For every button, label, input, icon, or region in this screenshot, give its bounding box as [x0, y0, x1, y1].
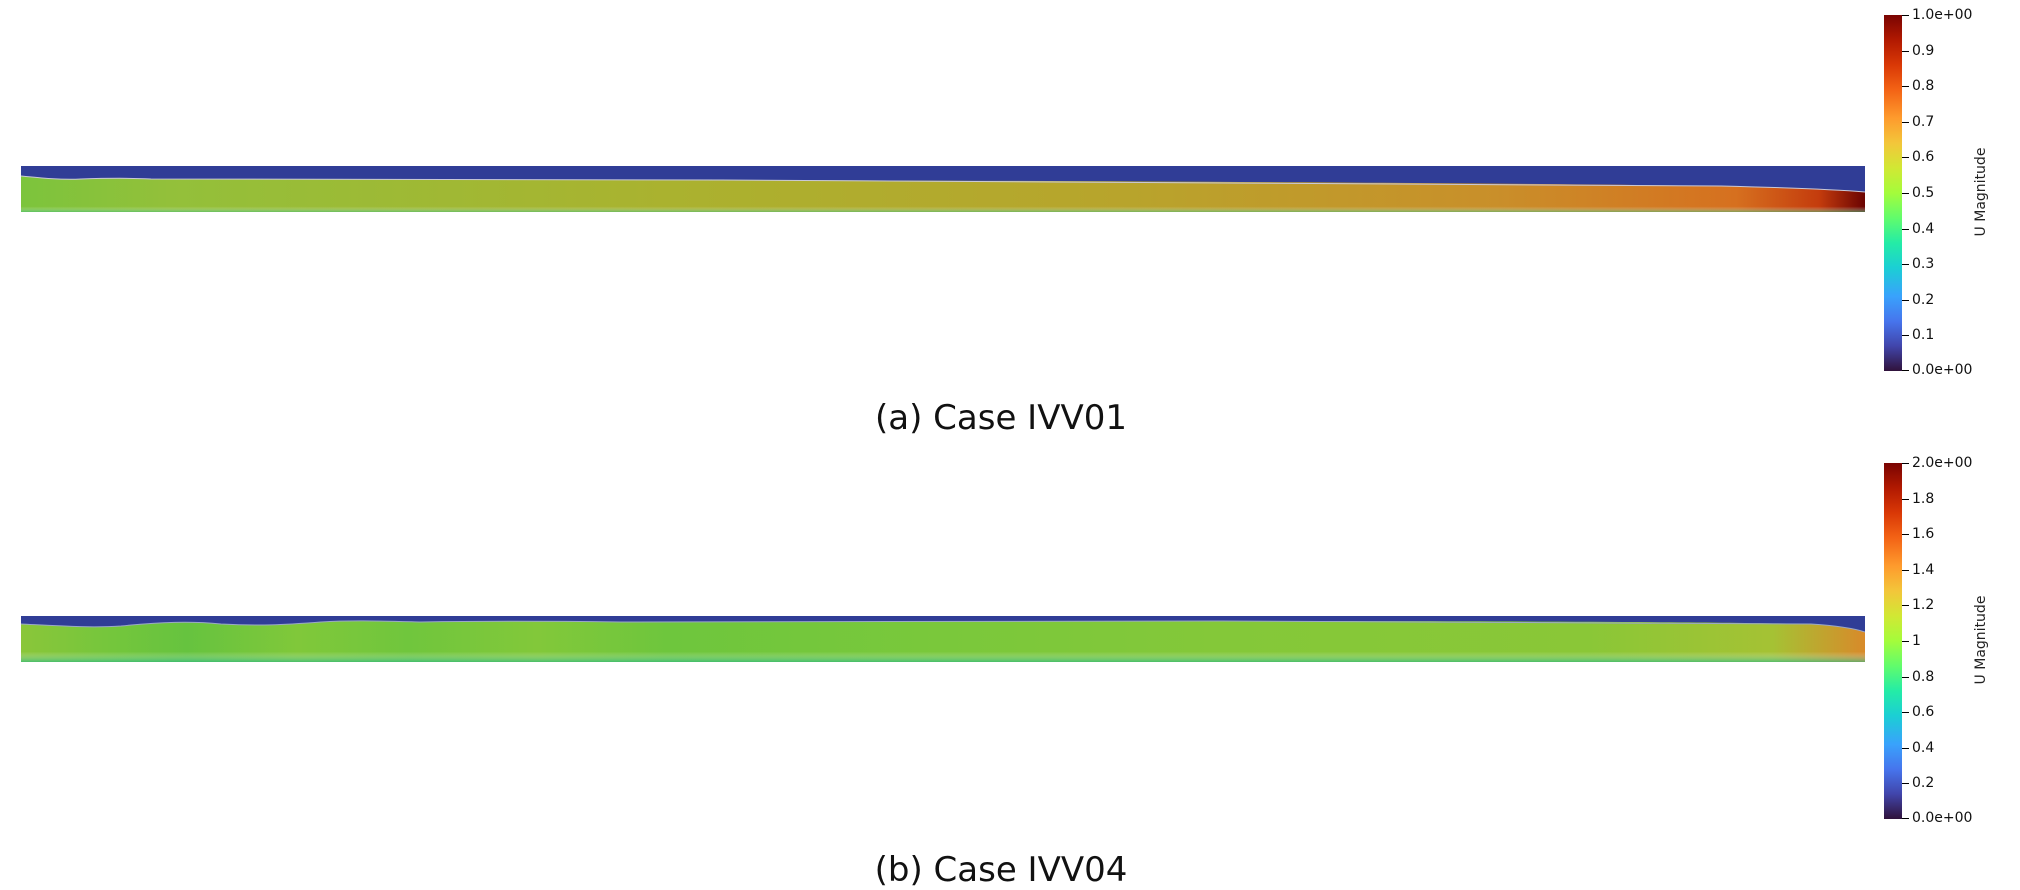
tick-label: 0.1: [1912, 327, 1935, 344]
colorbar-ticks: 1.0e+00 0.9 0.8 0.7 0.6 0.5 0.4 0.3 0.2 …: [1902, 7, 2012, 378]
panel-caption-text: (a) Case IVV01: [875, 398, 1127, 438]
colorbar-title-text: U Magnitude: [1973, 595, 1989, 685]
tick-label: 0.8: [1912, 668, 1935, 685]
tick-label: 1.2: [1912, 597, 1935, 614]
tick-label: 0.6: [1912, 704, 1935, 721]
colorbar-gradient: [1884, 463, 1902, 819]
colorbar: [1884, 15, 1902, 371]
tick-label: 1.0e+00: [1912, 7, 1973, 23]
colorbar-gradient: [1884, 15, 1902, 371]
colorbar: [1884, 463, 1902, 819]
tick-label: 0.6: [1912, 149, 1935, 166]
tick-label: 1.4: [1912, 561, 1935, 578]
velocity-field-svg: [21, 166, 1865, 212]
tick-label: 0.4: [1912, 220, 1935, 237]
velocity-field-plot: [21, 166, 1865, 212]
tick-label: 0.0e+00: [1912, 362, 1973, 378]
tick-label: 0.8: [1912, 78, 1935, 95]
colorbar-title-text: U Magnitude: [1973, 147, 1989, 237]
bottom-layer: [21, 620, 1865, 662]
panel-case-ivv01: 1.0e+00 0.9 0.8 0.7 0.6 0.5 0.4 0.3 0.2 …: [0, 7, 2020, 438]
tick-label: 0.7: [1912, 113, 1935, 130]
bottom-layer: [21, 176, 1865, 212]
velocity-field-plot: [21, 616, 1865, 662]
tick-label: 0.0e+00: [1912, 810, 1973, 826]
tick-label: 0.4: [1912, 739, 1935, 756]
tick-label: 0.2: [1912, 291, 1935, 308]
tick-label: 0.2: [1912, 775, 1935, 792]
panel-caption: (a) Case IVV01: [0, 398, 2020, 438]
colorbar-ticks: 2.0e+00 1.8 1.6 1.4 1.2 1 0.8 0.6 0.4 0.…: [1902, 455, 2012, 826]
panel-case-ivv04: 2.0e+00 1.8 1.6 1.4 1.2 1 0.8 0.6 0.4 0.…: [0, 445, 2020, 890]
tick-label: 0.5: [1912, 185, 1935, 201]
panel-caption: (b) Case IVV04: [0, 850, 2020, 890]
tick-label: 0.9: [1912, 42, 1935, 59]
tick-label: 1.8: [1912, 490, 1935, 507]
tick-label: 1: [1912, 633, 1921, 649]
tick-label: 2.0e+00: [1912, 455, 1973, 471]
tick-label: 0.3: [1912, 256, 1935, 273]
velocity-field-svg: [21, 616, 1865, 662]
panel-caption-text: (b) Case IVV04: [874, 850, 1128, 890]
tick-label: 1.6: [1912, 526, 1935, 543]
